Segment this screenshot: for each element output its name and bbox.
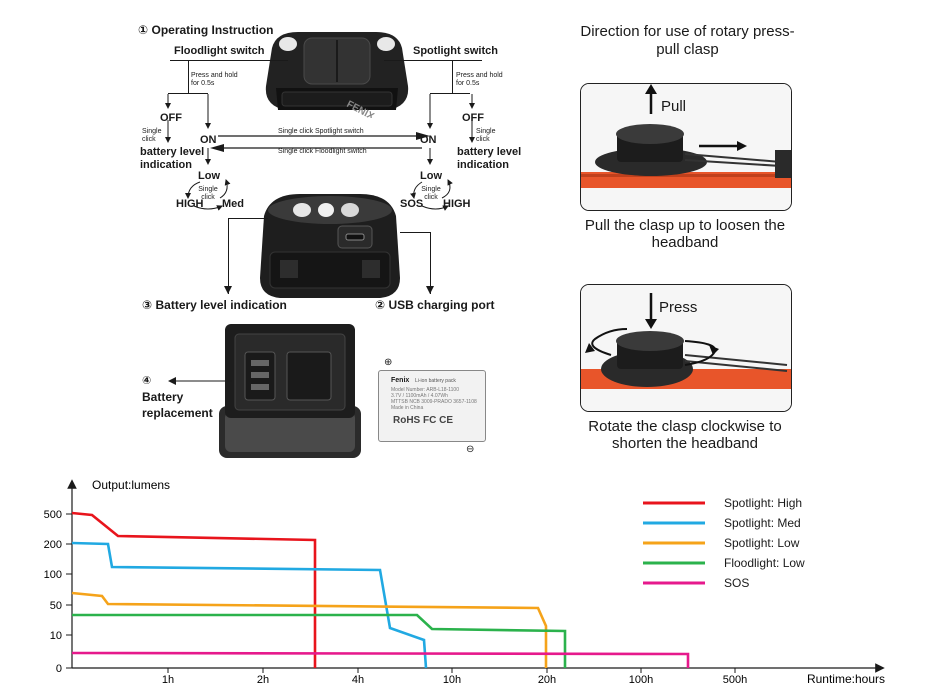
headlamp-front-image (260, 194, 400, 298)
press-hold-left: Press and hold for 0.5s (191, 72, 238, 87)
battery-certs: RoHS FC CE (393, 415, 453, 426)
y-tick-label: 0 (56, 663, 62, 675)
x-tick-label: 20h (538, 674, 556, 686)
right-high-label: HIGH (443, 198, 471, 210)
right-off-label: OFF (462, 112, 484, 124)
legend-label: SOS (724, 576, 749, 590)
y-tick-label: 100 (44, 569, 62, 581)
battery-line3: 3.7V / 1100mAh / 4.07Wh (391, 393, 448, 399)
legend-label: Spotlight: High (724, 496, 802, 510)
battery-replacement-label: Battery replacement (142, 390, 213, 420)
pull-photo: Pull (580, 83, 792, 211)
right-low-label: Low (420, 170, 442, 182)
pull-caption: Pull the clasp up to loosen the headband (584, 217, 786, 251)
press-label: Press (659, 299, 698, 316)
left-on-label: ON (200, 134, 217, 146)
left-low-label: Low (198, 170, 220, 182)
x-tick-label: 2h (257, 674, 269, 686)
right-battery-label: battery level indication (457, 146, 522, 171)
series-line-2 (71, 541, 428, 669)
legend-label: Spotlight: Low (724, 536, 800, 550)
battery-pack: Fenix Li-ion battery pack Model Number: … (378, 370, 486, 442)
left-battery-label: battery level indication (140, 146, 205, 171)
battery-arrow (168, 377, 232, 385)
series-line-1 (71, 511, 317, 668)
right-single-click-1: Single click (476, 128, 496, 143)
right-sos-label: SOS (400, 198, 424, 210)
battery-indication-label: ③ Battery level indication (142, 298, 287, 312)
battery-minus-icon: ⊖ (466, 444, 475, 455)
x-tick-label: 10h (443, 674, 461, 686)
right-single-click-2: Single click (421, 186, 441, 201)
switch-to-flood-label: Single click Floodlight switch (278, 148, 367, 155)
battery-compartment-image (219, 324, 361, 458)
y-tick-label: 50 (50, 600, 62, 612)
legend-label: Floodlight: Low (724, 556, 805, 570)
x-tick-label: 4h (352, 674, 364, 686)
flow-arrows (165, 94, 475, 211)
x-tick-label: 1h (162, 674, 174, 686)
press-hold-right: Press and hold for 0.5s (456, 72, 503, 87)
y-ticks: 0 10 50 100 200 500 (44, 509, 72, 675)
down-arrows (224, 286, 434, 294)
series-line-3 (71, 591, 548, 668)
right-on-label: ON (420, 134, 437, 146)
usb-port-label: ② USB charging port (375, 298, 495, 312)
battery-line4: MTTSB NCB 3009-PRADO 3657-1108 (391, 399, 477, 405)
y-tick-label: 200 (44, 539, 62, 551)
battery-line5: Made in China (391, 405, 424, 411)
x-axis-label: Runtime:hours (807, 672, 885, 686)
legend-label: Spotlight: Med (724, 516, 801, 530)
series-line-4 (72, 613, 567, 668)
rotate-arrow-left (591, 328, 628, 356)
y-tick-label: 10 (50, 630, 62, 642)
spotlight-switch-label: Spotlight switch (413, 45, 498, 57)
x-ticks: 1h 2h 4h 10h 20h 100h 500h (162, 668, 747, 686)
runtime-chart: 0 10 50 100 200 500 1h 2h 4h 10h 20h 100h 500h Spot… (44, 478, 885, 686)
battery-plus-icon: ⊕ (384, 357, 393, 368)
press-caption: Rotate the clasp clockwise to shorten th… (588, 418, 782, 452)
left-high-label: HIGH (176, 198, 204, 210)
floodlight-switch-label: Floodlight switch (174, 45, 265, 57)
battery-line2: Model Number: ARB-L18-1100 (391, 387, 459, 393)
series-line-5 (71, 651, 690, 668)
left-med-label: Med (222, 198, 244, 210)
left-off-label: OFF (160, 112, 182, 124)
pull-label: Pull (661, 98, 687, 115)
left-single-click-1: Single click (142, 128, 162, 143)
headlamp-top-image: FENIX (265, 32, 409, 118)
left-single-click-2: Single click (198, 186, 218, 201)
battery-line1: Li-ion battery pack (415, 378, 456, 384)
y-axis-label: Output:lumens (92, 478, 170, 492)
battery-replacement-number: ④ (142, 375, 152, 387)
battery-brand: Fenix (391, 377, 410, 384)
switch-to-spot-label: Single click Spotlight switch (278, 128, 364, 135)
x-tick-label: 100h (629, 674, 653, 686)
y-tick-label: 500 (44, 509, 62, 521)
clasp-title: Direction for use of rotary press-pull c… (580, 23, 795, 58)
x-tick-label: 500h (723, 674, 747, 686)
series-lines (71, 511, 690, 669)
operating-title: ① Operating Instruction (138, 23, 274, 37)
press-photo: Press (580, 284, 792, 412)
